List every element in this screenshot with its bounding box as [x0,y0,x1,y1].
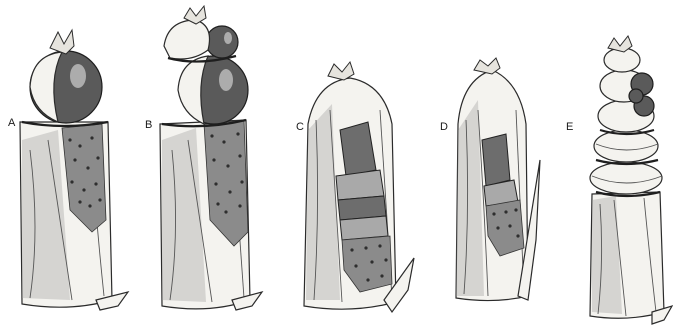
label-b: B [145,119,152,131]
label-a: A [8,117,16,129]
cartridge-d: D [440,58,540,301]
label-c: C [296,121,304,133]
label-d: D [440,121,448,133]
cartridge-e: E [566,36,672,324]
label-e: E [566,121,573,133]
cartridge-a: A [8,30,128,310]
cartridge-b: B [145,6,262,310]
cartridge-c: C [296,62,414,312]
